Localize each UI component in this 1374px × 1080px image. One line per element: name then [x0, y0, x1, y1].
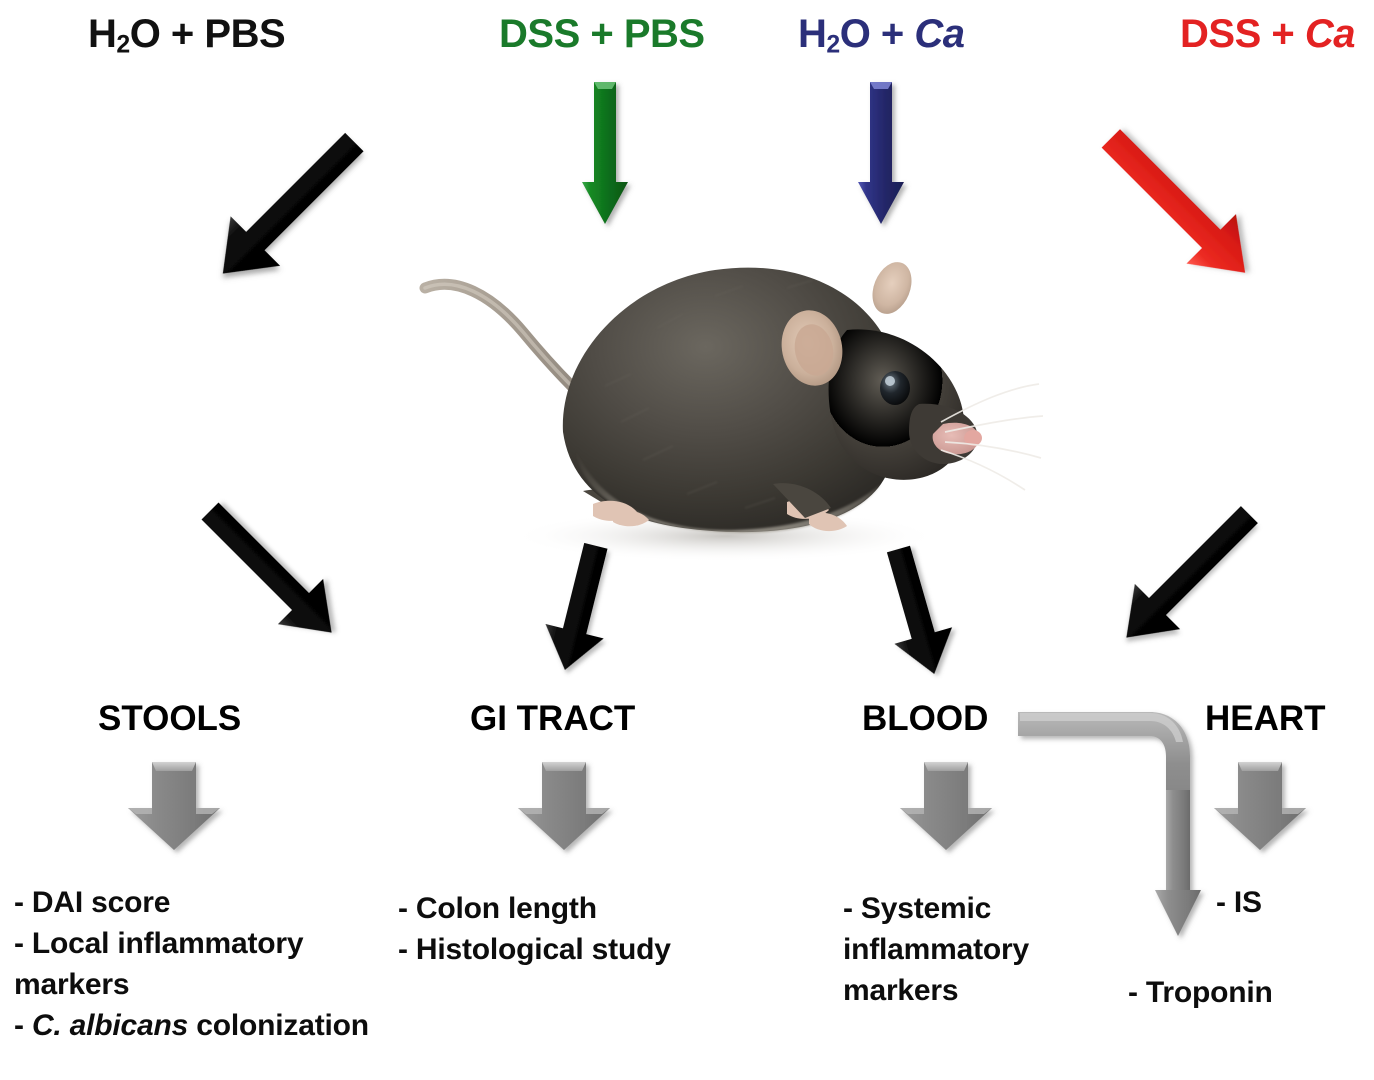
readout-item: markers [14, 968, 130, 1002]
readout-item: markers [843, 974, 959, 1008]
gray-arrow-stools [128, 762, 220, 850]
organ-title-gi-tract: GI TRACT [470, 699, 636, 738]
readout-item: - Histological study [398, 933, 671, 967]
arrow-dss-pbs [582, 82, 628, 224]
readout-item: - IS [1216, 886, 1262, 919]
readouts-stools: - DAI score - Local inflammatory markers… [14, 882, 369, 1046]
readout-item: inflammatory [843, 933, 1029, 967]
readouts-gi-tract: - Colon length - Histological study [398, 888, 671, 970]
organ-title-stools: STOOLS [98, 699, 242, 738]
readout-item: - Colon length [398, 892, 597, 925]
readout-item: - Local inflammatory [14, 927, 304, 961]
organ-title-heart: HEART [1205, 699, 1326, 738]
readouts-blood: - Systemic inflammatory markers [843, 888, 1029, 1011]
gray-arrow-blood [900, 762, 992, 850]
readout-item: - DAI score [14, 886, 171, 919]
treatment-label-dss-pbs: DSS + PBS [499, 12, 705, 56]
treatment-label-dss-ca: DSS + Ca [1180, 12, 1355, 56]
arrow-to-blood [886, 545, 953, 674]
readouts-heart: - IS [1216, 882, 1262, 923]
mouse-photo [395, 236, 1045, 566]
readout-item: - C. albicans colonization [14, 1009, 369, 1043]
gray-arrow-gi-tract [518, 762, 610, 850]
readout-item: - Systemic [843, 892, 992, 925]
gray-arrow-heart [1214, 762, 1306, 850]
elbow-arrow-blood-to-troponin [1018, 712, 1201, 936]
arrow-to-gi-tract [545, 542, 608, 671]
treatment-label-h2o-ca: H2O + Ca [798, 12, 965, 59]
arrow-dss-ca [1101, 129, 1246, 273]
organ-title-blood: BLOOD [862, 699, 989, 738]
arrow-to-heart [1126, 506, 1258, 638]
arrow-to-stools [201, 502, 332, 633]
treatment-label-h2o-pbs: H2O + PBS [88, 12, 286, 59]
arrow-h2o-ca [858, 82, 904, 224]
arrow-h2o-pbs [222, 132, 364, 274]
readout-troponin: - Troponin [1128, 976, 1273, 1009]
